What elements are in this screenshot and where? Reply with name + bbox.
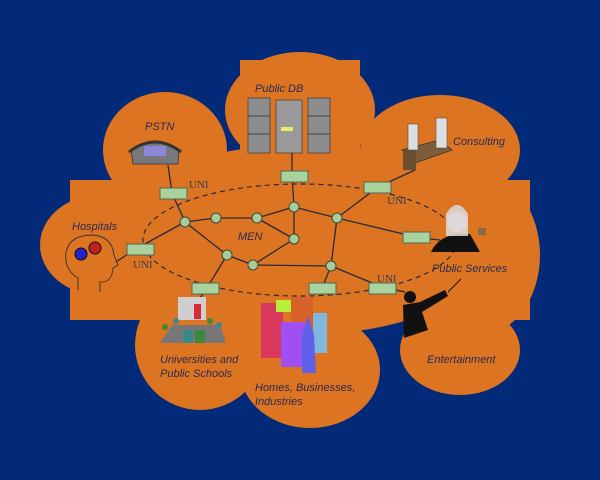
uni-boxes <box>126 170 431 295</box>
network-node <box>325 260 337 272</box>
endpoint-label-public-services: Public Services <box>432 263 508 275</box>
men-nodes <box>179 201 343 272</box>
uni-box-hospitals <box>126 243 155 256</box>
uni-box-pstn <box>159 187 188 200</box>
uni-box-public-services <box>402 231 431 244</box>
network-node <box>247 259 259 271</box>
uni-box-entertainment <box>368 282 397 295</box>
network-node <box>288 201 300 213</box>
uni-box-homes <box>308 282 337 295</box>
judge-with-gavel-icon <box>431 205 486 252</box>
desk-with-paper-stacks-icon <box>401 117 453 170</box>
endpoint-label-consulting: Consulting <box>453 136 506 148</box>
uni-box-public-db <box>280 170 309 183</box>
endpoint-label-universities-line2: Public Schools <box>160 368 233 380</box>
network-node <box>331 212 343 224</box>
men-label: MEN <box>238 231 263 243</box>
endpoint-label-hospitals: Hospitals <box>72 221 118 233</box>
endpoint-label-pstn: PSTN <box>145 121 174 133</box>
endpoint-label-public-db: Public DB <box>255 83 303 95</box>
network-node <box>221 249 233 261</box>
network-node <box>288 233 300 245</box>
network-node <box>210 212 222 224</box>
city-buildings-icon <box>261 297 327 373</box>
network-node <box>251 212 263 224</box>
endpoint-label-homes-line1: Homes, Businesses, <box>255 382 355 394</box>
classroom-icon <box>160 297 226 343</box>
endpoint-label-entertainment: Entertainment <box>427 354 496 366</box>
filing-cabinets-icon <box>247 97 331 154</box>
uni-label: UNI <box>387 195 407 207</box>
uni-label: UNI <box>133 259 153 271</box>
uni-box-consulting <box>363 181 392 194</box>
network-node <box>179 216 191 228</box>
uni-label: UNI <box>377 273 397 285</box>
telephone-icon <box>128 140 182 165</box>
endpoint-label-universities-line1: Universities and <box>160 354 239 366</box>
endpoint-label-homes-line2: Industries <box>255 396 303 408</box>
uni-label: UNI <box>189 179 209 191</box>
head-with-gears-icon <box>65 234 119 292</box>
uni-box-universities <box>191 282 220 295</box>
conductor-icon <box>403 278 462 338</box>
